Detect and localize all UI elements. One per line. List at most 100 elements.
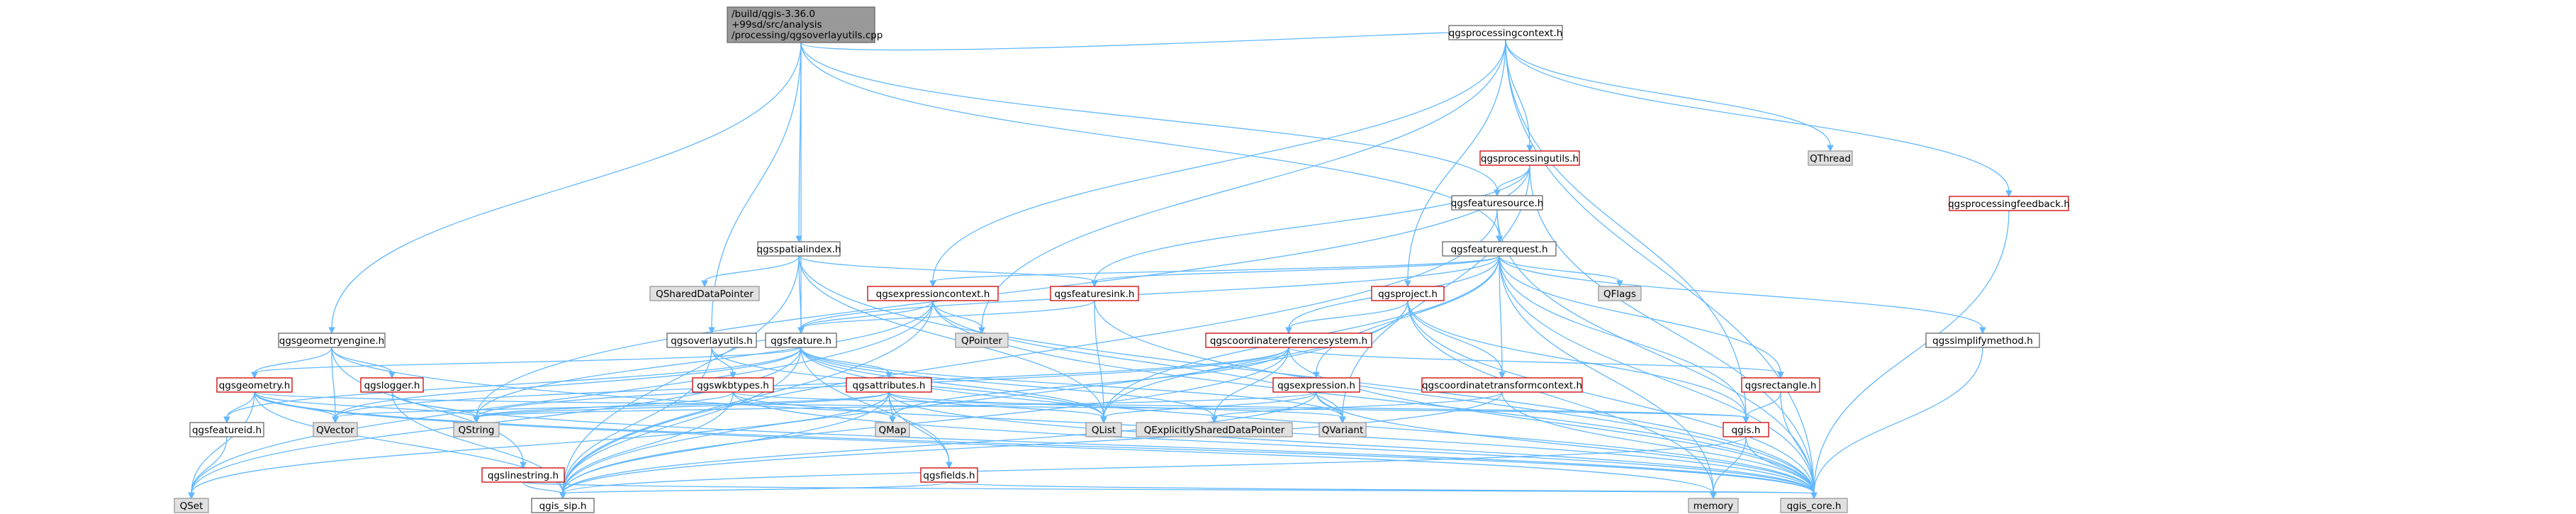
node-featuresource-h[interactable]: qgsfeaturesource.h: [1451, 195, 1544, 211]
arrowhead: [1499, 371, 1506, 379]
node-label: qgsexpression.h: [1277, 380, 1355, 391]
node-rectangle-h[interactable]: qgsrectangle.h: [1741, 377, 1820, 393]
edge-crs-h-to-rectangle-h: [1288, 347, 1784, 379]
node-featurerequest-h[interactable]: qgsfeaturerequest.h: [1442, 241, 1557, 257]
node-label: qgsfields.h: [923, 470, 975, 481]
edge-processingfeedback-h-to-qgis-core-h: [1810, 210, 2010, 500]
arrowhead: [1211, 416, 1218, 424]
node-logger-h[interactable]: qgslogger.h: [360, 377, 424, 393]
root-node[interactable]: /build/qgis-3.36.0 +99sd/src/analysis /p…: [727, 6, 883, 43]
node-featuresink-h[interactable]: qgsfeaturesink.h: [1050, 286, 1139, 301]
node-label: QSet: [180, 501, 203, 512]
edge-processingcontext-h-to-processingfeedback-h: [1505, 39, 2012, 198]
edge-spatialindex-h-to-QList: [798, 255, 1107, 424]
edge-root-to-geometryengine-h: [328, 42, 802, 335]
arrowhead: [2005, 190, 2012, 198]
node-label: qgsfeatureid.h: [192, 425, 262, 436]
edge-processingcontext-h-to-project-h: [1404, 39, 1506, 288]
node-geometry-h[interactable]: qgsgeometry.h: [216, 377, 293, 393]
node-fields-h[interactable]: qgsfields.h: [920, 467, 978, 483]
edge-qgis-h-to-qgis-core-h: [1745, 436, 1818, 500]
edge-geometryengine-h-to-geometry-h: [251, 347, 332, 379]
node-qgis-core-h: qgis_core.h: [1780, 498, 1848, 513]
arrowhead: [929, 280, 936, 288]
node-label: qgssimplifymethod.h: [1932, 335, 2033, 347]
arrowhead: [889, 416, 896, 424]
node-geometryengine-h[interactable]: qgsgeometryengine.h: [278, 333, 386, 348]
node-label: QSharedDataPointer: [656, 289, 754, 300]
node-QMap: QMap: [875, 422, 910, 437]
edge-feature-h-to-qgis-sip-h: [559, 347, 802, 500]
node-crs-h[interactable]: qgscoordinatereferencesystem.h: [1205, 333, 1372, 348]
node-label: qgsproject.h: [1378, 289, 1438, 300]
edge-attributes-h-to-QVariant: [888, 391, 1346, 424]
node-QThread: QThread: [1808, 150, 1853, 166]
edge-geometryengine-h-to-linestring-h: [331, 347, 527, 469]
node-label: QFlags: [1603, 289, 1636, 300]
arrowhead: [1526, 145, 1533, 152]
edge-geometry-h-to-QString: [254, 391, 480, 424]
node-label: qgslinestring.h: [488, 470, 559, 481]
node-QExplicitlySharedDataPointer: QExplicitlySharedDataPointer: [1136, 422, 1293, 437]
node-QFlags: QFlags: [1598, 286, 1642, 301]
arrowhead: [885, 371, 892, 379]
node-expressioncontext-h[interactable]: qgsexpressioncontext.h: [867, 286, 999, 301]
node-wkbtypes-h[interactable]: qgswkbtypes.h: [692, 377, 774, 393]
arrowhead: [946, 462, 953, 469]
arrowhead: [1810, 492, 1818, 500]
node-project-h[interactable]: qgsproject.h: [1371, 286, 1445, 301]
edge-expressioncontext-h-to-QPointer: [932, 300, 985, 335]
node-spatialindex-h[interactable]: qgsspatialindex.h: [757, 241, 841, 257]
edge-root-to-overlayutils-h: [708, 42, 802, 335]
edge-crs-h-to-QVector: [332, 347, 1289, 424]
edge-featurerequest-h-to-expressioncontext-h: [929, 255, 1500, 288]
node-feature-h[interactable]: qgsfeature.h: [765, 333, 837, 348]
node-qgis-h[interactable]: qgis.h: [1723, 422, 1769, 437]
node-simplifymethod-h[interactable]: qgssimplifymethod.h: [1925, 333, 2040, 348]
arrowhead: [473, 416, 480, 424]
arrowhead: [1404, 280, 1411, 288]
arrowhead: [251, 371, 258, 379]
node-label: QMap: [878, 425, 906, 436]
node-label: qgis.h: [1732, 425, 1761, 436]
node-QList: QList: [1085, 422, 1122, 437]
arrowhead: [1979, 327, 1986, 335]
edge-attributes-h-to-QVector: [332, 391, 890, 424]
node-label: qgsprocessingcontext.h: [1449, 28, 1563, 39]
arrowhead: [520, 462, 527, 469]
arrowhead: [1742, 416, 1749, 424]
node-label: qgsfeature.h: [771, 335, 831, 347]
node-processingutils-h[interactable]: qgsprocessingutils.h: [1479, 150, 1580, 166]
edge-rectangle-h-to-qgis-h: [1742, 391, 1781, 424]
edge-attributes-h-to-QMap: [888, 391, 896, 424]
node-qgis-sip-h[interactable]: qgis_sip.h: [531, 498, 595, 513]
node-overlayutils-h[interactable]: qgsoverlayutils.h: [666, 333, 757, 348]
edge-featurerequest-h-to-rectangle-h: [1499, 255, 1784, 379]
node-label: qgsfeaturesink.h: [1055, 289, 1135, 300]
arrowhead: [708, 327, 715, 335]
edge-project-h-to-crs-h: [1285, 300, 1409, 335]
node-attributes-h[interactable]: qgsattributes.h: [846, 377, 932, 393]
node-expression-h[interactable]: qgsexpression.h: [1272, 377, 1360, 393]
node-linestring-h[interactable]: qgslinestring.h: [481, 467, 565, 483]
edge-wkbtypes-h-to-qgis-core-h: [732, 391, 1818, 500]
node-ctcontext-h[interactable]: qgscoordinatetransformcontext.h: [1421, 377, 1583, 393]
node-label: qgswkbtypes.h: [697, 380, 769, 391]
node-layer: /build/qgis-3.36.0 +99sd/src/analysis /p…: [174, 6, 2070, 513]
node-QPointer: QPointer: [955, 333, 1009, 348]
arrowhead: [1091, 280, 1098, 288]
edge-expressioncontext-h-to-qgis-sip-h: [559, 300, 934, 500]
arrowhead: [1827, 145, 1834, 152]
arrowhead: [223, 416, 230, 424]
node-label: qgsfeaturesource.h: [1451, 198, 1544, 209]
node-processingfeedback-h[interactable]: qgsprocessingfeedback.h: [1948, 196, 2070, 211]
node-label: qgsgeometry.h: [219, 380, 291, 391]
arrowhead: [978, 327, 985, 335]
node-label: qgis_core.h: [1787, 501, 1842, 512]
node-label: QPointer: [961, 335, 1002, 347]
node-processingcontext-h[interactable]: qgsprocessingcontext.h: [1448, 25, 1563, 40]
edge-project-h-to-QList: [1100, 300, 1409, 424]
node-featureid-h[interactable]: qgsfeatureid.h: [189, 422, 264, 437]
edge-attributes-h-to-QList: [888, 391, 1107, 424]
